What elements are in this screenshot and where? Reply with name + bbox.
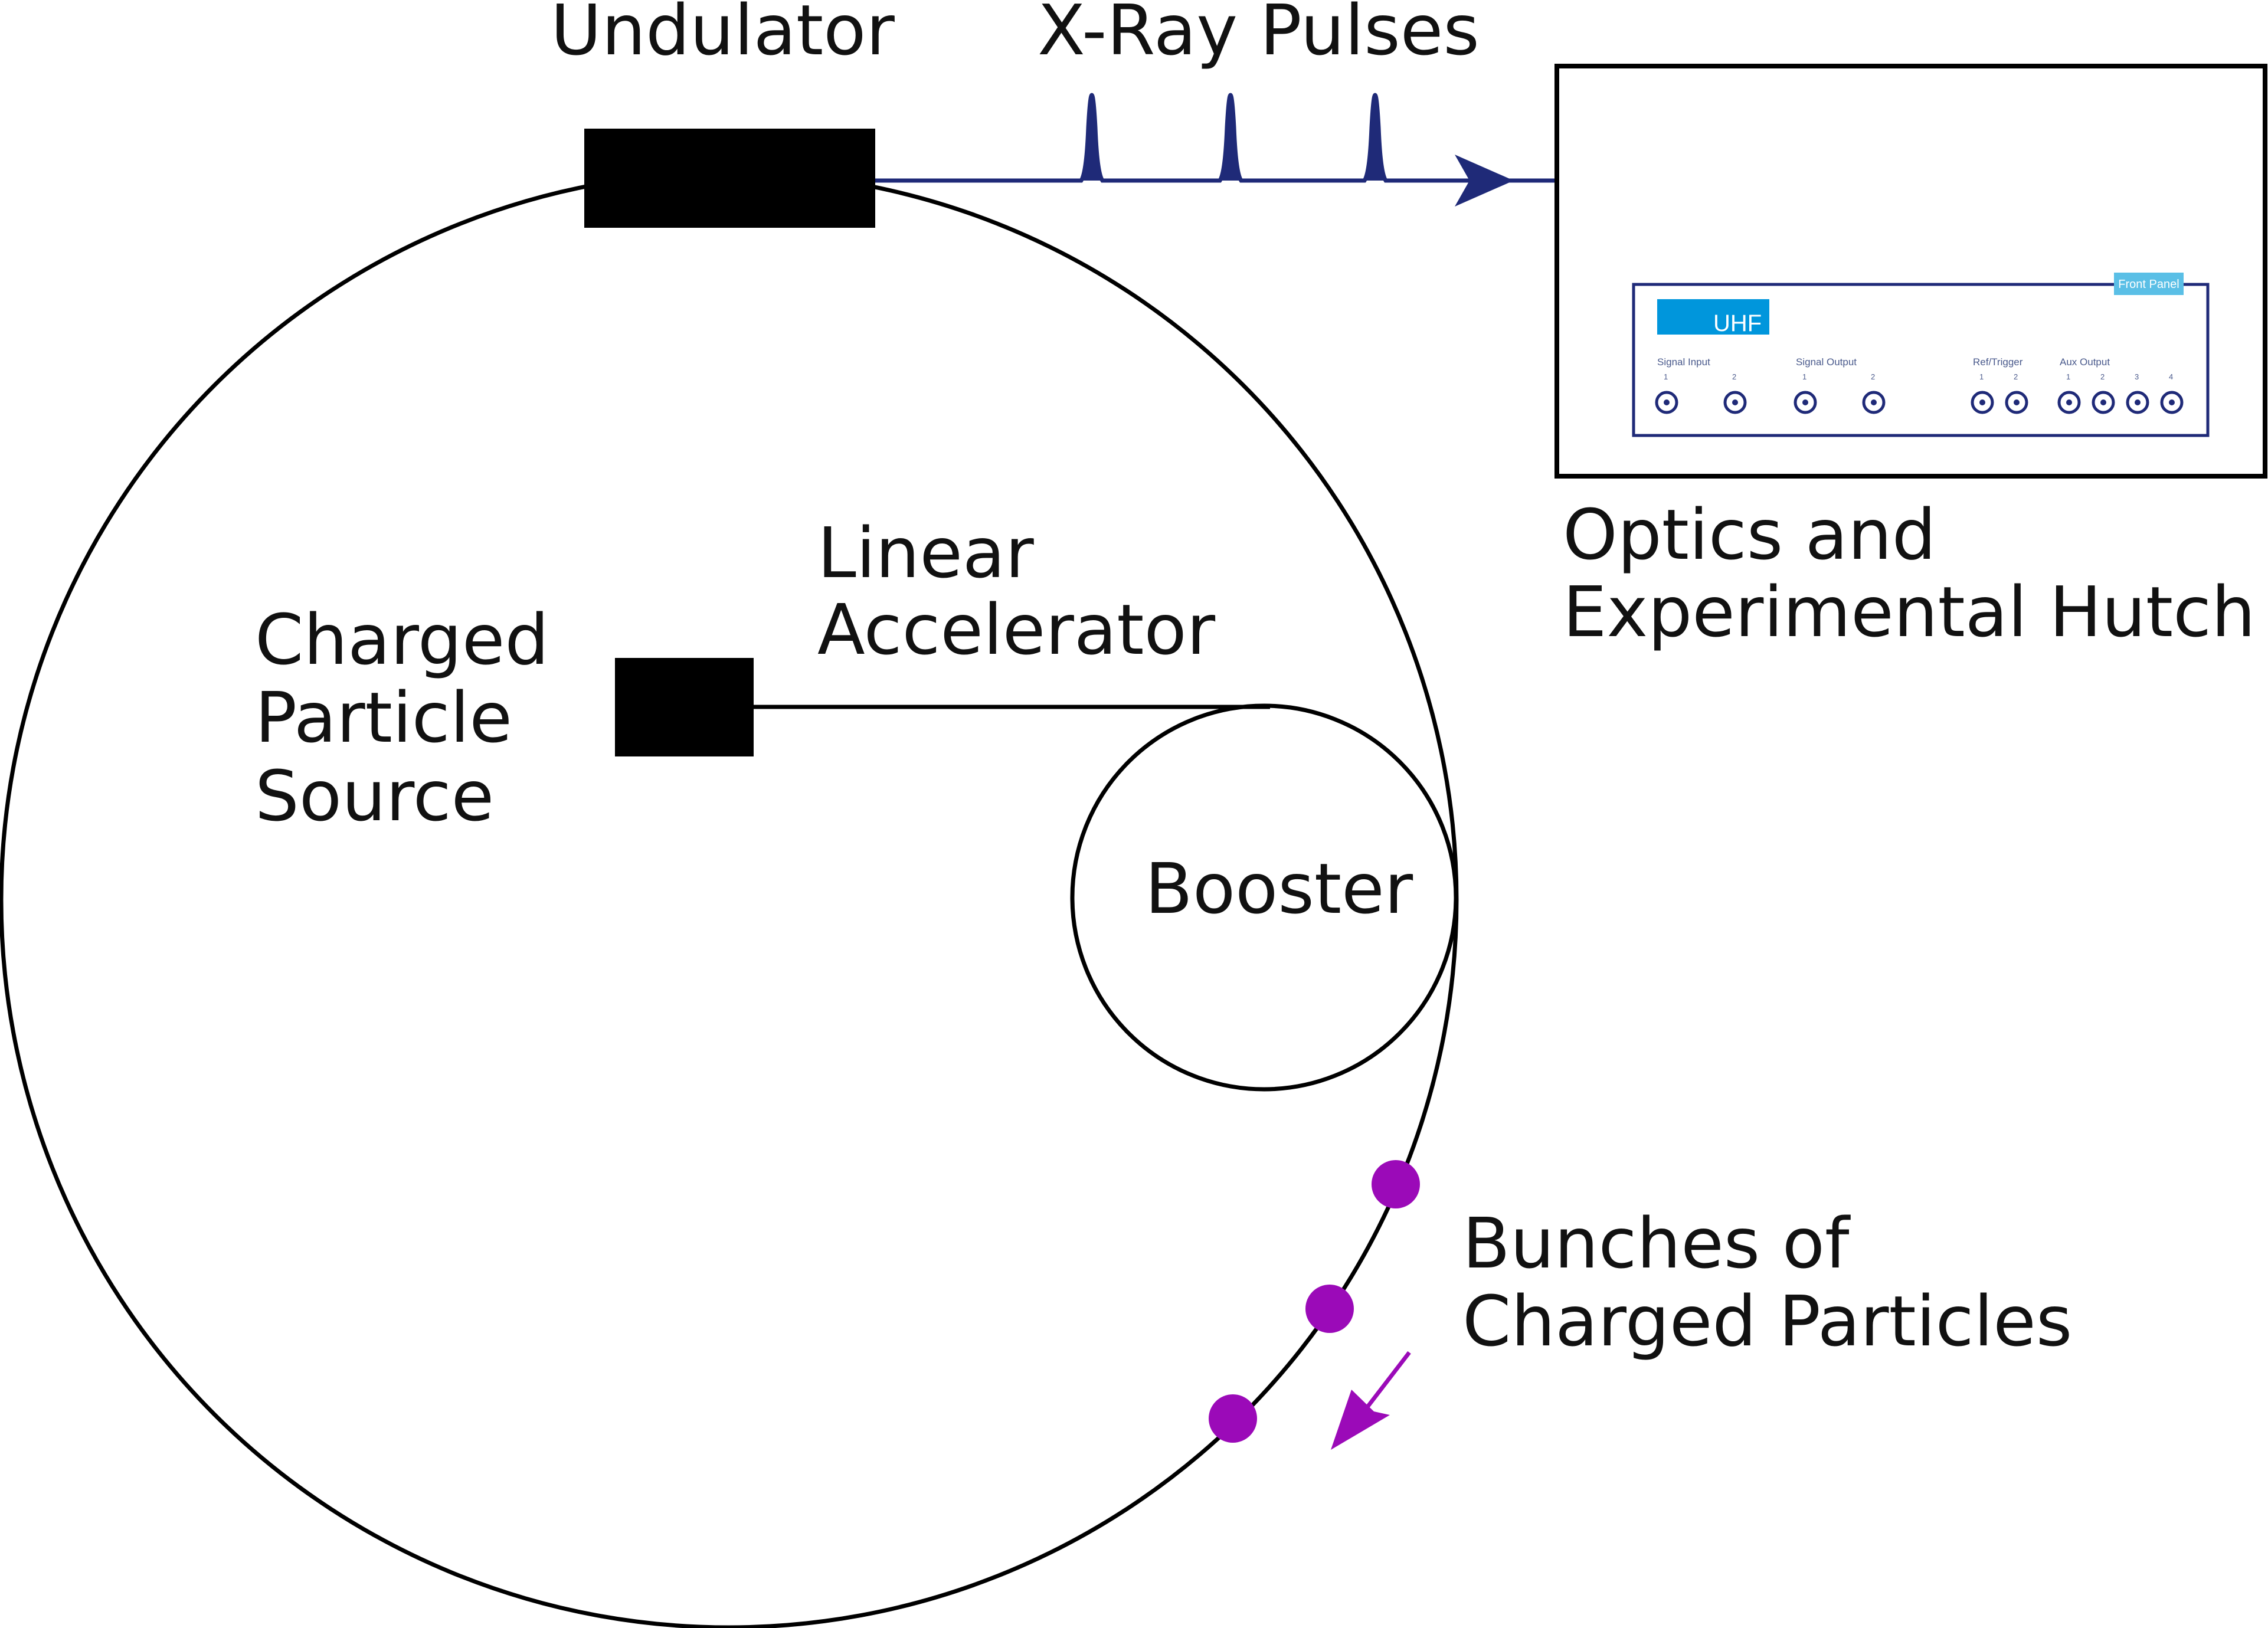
bnc-connector-icon [1655, 391, 1678, 414]
linac-label-line2: Accelerator [817, 589, 1216, 670]
bnc-connector-icon [2126, 391, 2149, 414]
connector-channel-number: 4 [2169, 372, 2173, 381]
connector-channel-number: 2 [1871, 372, 1875, 381]
bnc-connector-pin [2100, 399, 2106, 405]
bnc-connector-pin [1871, 399, 1877, 405]
bnc-connector-icon [1862, 391, 1886, 414]
experimental-hutch-box [1554, 64, 2267, 479]
connector-channel-number: 2 [2014, 372, 2018, 381]
bnc-connector-pin [1802, 399, 1808, 405]
linac-label-line1: Linear [817, 512, 1034, 594]
source-label-line3: Source [255, 755, 494, 837]
undulator-label: Undulator [551, 0, 895, 71]
connector-channel-number: 2 [2100, 372, 2105, 381]
bnc-connector-pin [1664, 399, 1670, 405]
particle-bunch [1372, 1160, 1420, 1208]
particle-bunch [1305, 1285, 1354, 1333]
particle-bunch [1209, 1394, 1257, 1443]
panel-frame [1632, 283, 2210, 437]
connector-group-label: Aux Output [2060, 356, 2110, 368]
bnc-connector-icon [2057, 391, 2081, 414]
particle-source-block [615, 658, 754, 756]
bnc-connector-icon [1971, 391, 1994, 414]
connector-channel-number: 1 [1979, 372, 1984, 381]
bnc-connector-pin [1732, 399, 1738, 405]
xray-pulse [1221, 95, 1240, 181]
undulator-block [584, 129, 875, 228]
xray-pulses-label: X-Ray Pulses [1038, 0, 1480, 71]
bnc-connector-icon [2092, 391, 2115, 414]
bunch-direction-line [1364, 1351, 1411, 1410]
source-label-line2: Particle [255, 677, 512, 758]
bunches-label-line1: Bunches of [1462, 1203, 1851, 1284]
bnc-connector-icon [2005, 391, 2028, 414]
bnc-connector-pin [1979, 399, 1985, 405]
connector-channel-number: 2 [1732, 372, 1736, 381]
connector-group-label: Signal Input [1657, 356, 1710, 368]
front-panel-tab-label: Front Panel [2118, 278, 2179, 291]
beam-arrow-icon [1455, 155, 1514, 207]
bnc-connector-pin [2066, 399, 2072, 405]
bnc-connector-pin [2135, 399, 2141, 405]
bunches-label-line2: Charged Particles [1462, 1280, 2072, 1362]
booster-label: Booster [1145, 848, 1413, 929]
bnc-connector-pin [2169, 399, 2175, 405]
bnc-connector-pin [2014, 399, 2020, 405]
uhf-brand-box [1657, 299, 1769, 335]
connector-channel-number: 1 [1664, 372, 1668, 381]
xray-pulse [1082, 95, 1101, 181]
xray-pulse [1366, 95, 1385, 181]
bnc-connector-icon [2160, 391, 2184, 414]
bunch-direction-arrow-icon [1331, 1390, 1390, 1450]
xray-beam-line [875, 93, 1557, 183]
connector-channel-number: 1 [1802, 372, 1806, 381]
front-panel-tab [2114, 273, 2184, 295]
connector-channel-number: 1 [2066, 372, 2070, 381]
bnc-connector-icon [1723, 391, 1747, 414]
connector-group: Aux Output 1 2 3 4 [2057, 356, 2184, 414]
connector-group-label: Signal Output [1796, 356, 1857, 368]
connector-group: Signal Output 1 2 [1794, 356, 1886, 414]
uhf-brand-label: UHF [1713, 310, 1762, 336]
optics-label-line2: Experimental Hutch [1563, 571, 2256, 653]
source-label-line1: Charged [255, 599, 549, 680]
connector-group-label: Ref/Trigger [1973, 356, 2023, 368]
connector-channel-number: 3 [2135, 372, 2139, 381]
bnc-connector-icon [1794, 391, 1817, 414]
optics-label-line1: Optics and [1563, 494, 1936, 575]
connector-group: Ref/Trigger 1 2 [1971, 356, 2028, 414]
connector-group: Signal Input 1 2 [1655, 356, 1747, 414]
